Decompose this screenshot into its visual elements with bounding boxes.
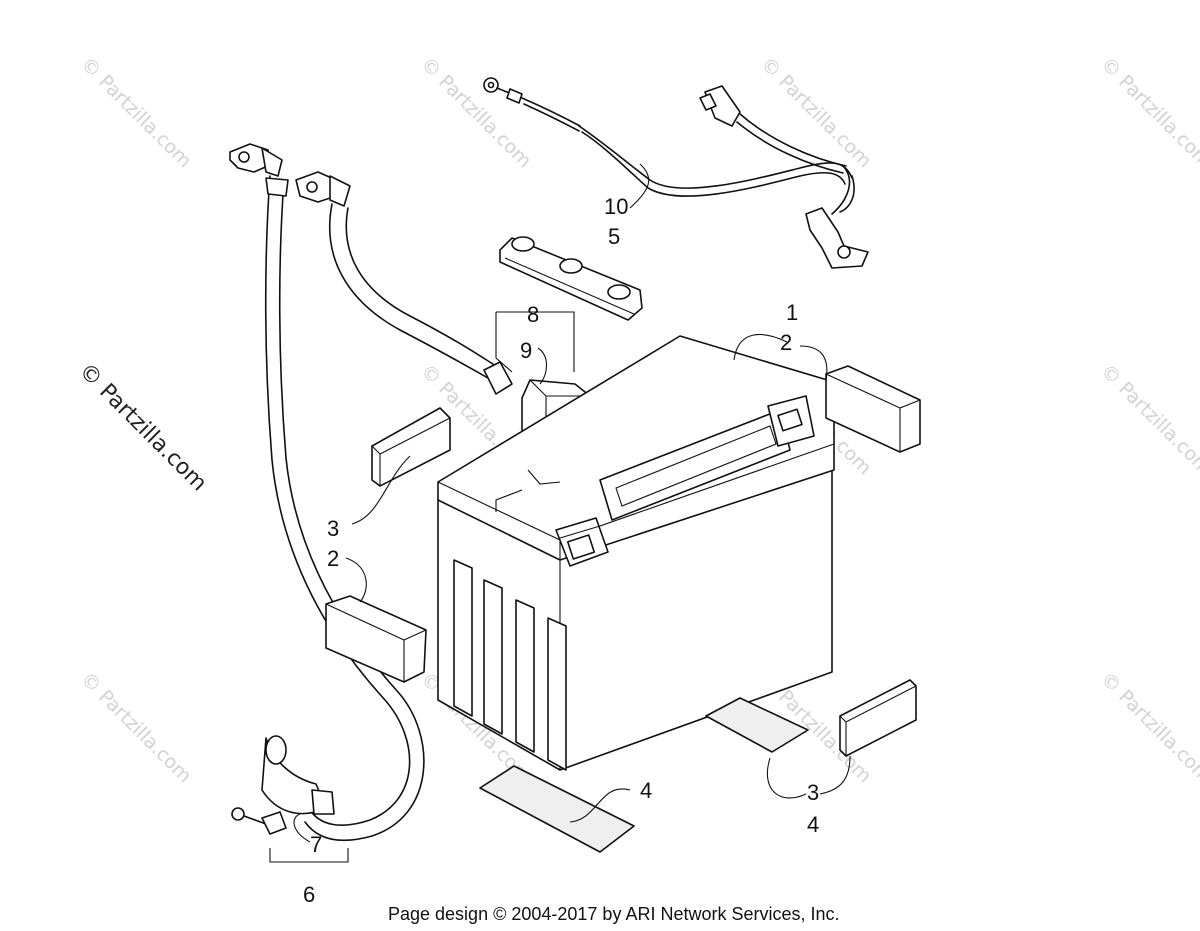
callout-5: 5 (608, 224, 620, 249)
callout-2: 2 (780, 330, 792, 355)
watermark: © Partzilla.com (1096, 53, 1200, 172)
watermark-large: © Partzilla.com (74, 359, 212, 497)
leader-lines (269, 163, 851, 863)
negative-cable-part-6 (229, 143, 425, 842)
watermark: © Partzilla.com (1096, 360, 1200, 479)
footer-copyright: Page design © 2004-2017 by ARI Network S… (388, 904, 840, 924)
watermark: © Partzilla.com (1096, 668, 1200, 787)
watermark: © Partzilla.com (756, 53, 875, 172)
hold-down-strap-part-5 (499, 236, 643, 321)
pads-parts-2-3-4 (325, 365, 921, 853)
callout-10: 10 (604, 194, 628, 219)
watermark: © Partzilla.com (76, 668, 195, 787)
callout-4: 4 (640, 778, 652, 803)
callout-9: 9 (520, 338, 532, 363)
watermark: © Partzilla.com (76, 53, 195, 172)
callout-labels: 1 2 10 5 8 9 3 2 4 3 4 7 6 (303, 194, 819, 907)
callout-6: 6 (303, 882, 315, 907)
callout-3: 3 (807, 780, 819, 805)
callout-1: 1 (786, 300, 798, 325)
watermark: © Partzilla.com (416, 53, 535, 172)
callout-7: 7 (310, 832, 322, 857)
callout-8: 8 (527, 302, 539, 327)
callout-2: 2 (327, 546, 339, 571)
callout-3: 3 (327, 516, 339, 541)
callout-4: 4 (807, 812, 819, 837)
battery-part-1 (437, 335, 835, 771)
wiring-harness-part-10 (483, 77, 869, 269)
